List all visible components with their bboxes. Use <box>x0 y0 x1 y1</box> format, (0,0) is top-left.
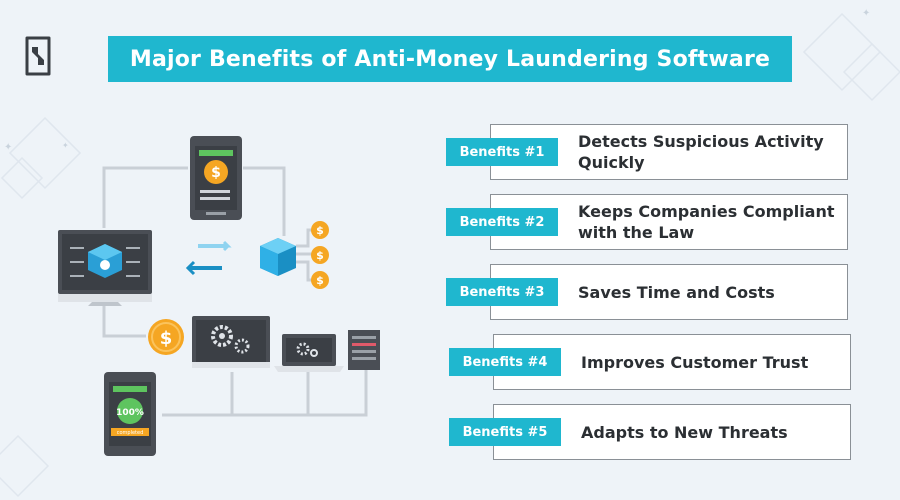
top-phone-icon: $ <box>190 136 242 220</box>
svg-text:✦: ✦ <box>4 142 12 153</box>
svg-text:$: $ <box>211 165 221 181</box>
coin-icons: $ $ $ <box>311 221 329 289</box>
benefit-text: Adapts to New Threats <box>581 422 788 442</box>
benefit-text: Improves Customer Trust <box>581 352 809 372</box>
big-coin-icon: $ <box>148 319 184 355</box>
benefit-text: Detects Suspicious Activity Quickly <box>578 132 824 172</box>
connector-lines <box>102 166 368 417</box>
benefit-tag: Benefits #3 <box>446 278 558 306</box>
svg-text:✦: ✦ <box>862 8 870 19</box>
page-title: Major Benefits of Anti-Money Laundering … <box>108 36 792 82</box>
exchange-arrows <box>185 240 232 276</box>
benefit-tag: Benefits #1 <box>446 138 558 166</box>
bottom-phone-icon: 100% completed <box>104 372 156 456</box>
svg-text:✦: ✦ <box>62 141 69 150</box>
aml-network-illustration: $ $ $ $ <box>58 136 380 456</box>
benefit-tag: Benefits #5 <box>449 418 561 446</box>
desktop-gears-icon <box>192 316 270 368</box>
svg-text:$: $ <box>316 249 324 262</box>
benefit-tag: Benefits #4 <box>449 348 561 376</box>
main-monitor-icon <box>58 230 152 306</box>
benefit-tag: Benefits #2 <box>446 208 558 236</box>
brand-logo <box>25 36 51 76</box>
svg-text:$: $ <box>160 328 173 349</box>
data-cube-icon <box>260 238 296 276</box>
benefit-text: Keeps Companies Compliant with the Law <box>578 202 835 242</box>
benefit-text: Saves Time and Costs <box>578 282 775 302</box>
svg-text:$: $ <box>316 274 324 287</box>
phone-badge-text: 100% <box>116 408 144 418</box>
server-icon <box>348 330 380 370</box>
svg-text:$: $ <box>316 224 324 237</box>
laptop-icon <box>274 334 344 372</box>
phone-status-text: completed <box>117 430 144 436</box>
